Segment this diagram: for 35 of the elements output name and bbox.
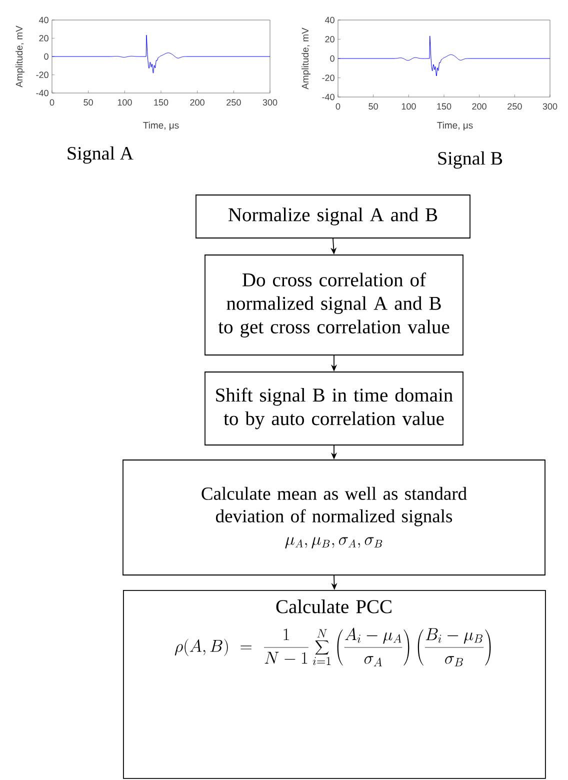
tick-label: 50 [368, 103, 378, 110]
tick-label: 0 [44, 53, 48, 60]
tick-label: 200 [190, 99, 204, 106]
tick-label: 40 [324, 16, 334, 24]
axis-title: Time, μs [143, 122, 179, 130]
tick-label: 300 [542, 103, 558, 110]
signal-caption: Signal A [68, 146, 134, 164]
process-box: Calculate mean as well as standard deviation of normalized signals $\mu_A, \mu_B, \sigma_A, \sigma_B$ [122, 460, 546, 576]
axis-title: Amplitude, mV [16, 26, 24, 88]
tick-label: 200 [472, 103, 486, 110]
tick-label: 300 [262, 99, 278, 106]
process-box: Calculate PCC $\rho(A,B)=\frac{1}{N-1}\sum_{i=1}^{N}\left(\frac{A_i-\mu_A}{\sigma_A}\right)\left(\frac{B_i-\mu_B}{\sigma_B}\right)$ [123, 590, 546, 779]
tick-label: 0 [50, 99, 54, 106]
tick-label: 250 [226, 99, 241, 106]
tick-label: 0 [330, 55, 334, 62]
tick-label: -40 [36, 90, 48, 96]
tick-label: -40 [322, 94, 334, 100]
tick-label: 250 [508, 103, 522, 110]
tick-label: 100 [118, 99, 132, 106]
process-box: Shift signal B in time domain to by auto correlation value [204, 372, 464, 446]
tick-label: 20 [39, 35, 48, 42]
tick-label: 100 [402, 103, 416, 110]
process-box: Normalize signal A and B [196, 194, 470, 238]
tick-label: 150 [437, 103, 452, 110]
axis-title: Amplitude, mV [302, 28, 310, 90]
process-box: Do cross correlation of normalized signal A and B to get cross correlation value [204, 254, 464, 356]
tick-label: -20 [36, 72, 48, 78]
axis-title: Time, μs [437, 122, 473, 130]
tick-label: 40 [39, 16, 48, 24]
signal-caption: Signal B [438, 151, 502, 169]
tick-label: 20 [325, 36, 334, 42]
tick-label: 50 [84, 99, 93, 106]
tick-label: 150 [154, 99, 168, 106]
tick-label: -20 [322, 74, 334, 81]
tick-label: 0 [336, 103, 340, 110]
